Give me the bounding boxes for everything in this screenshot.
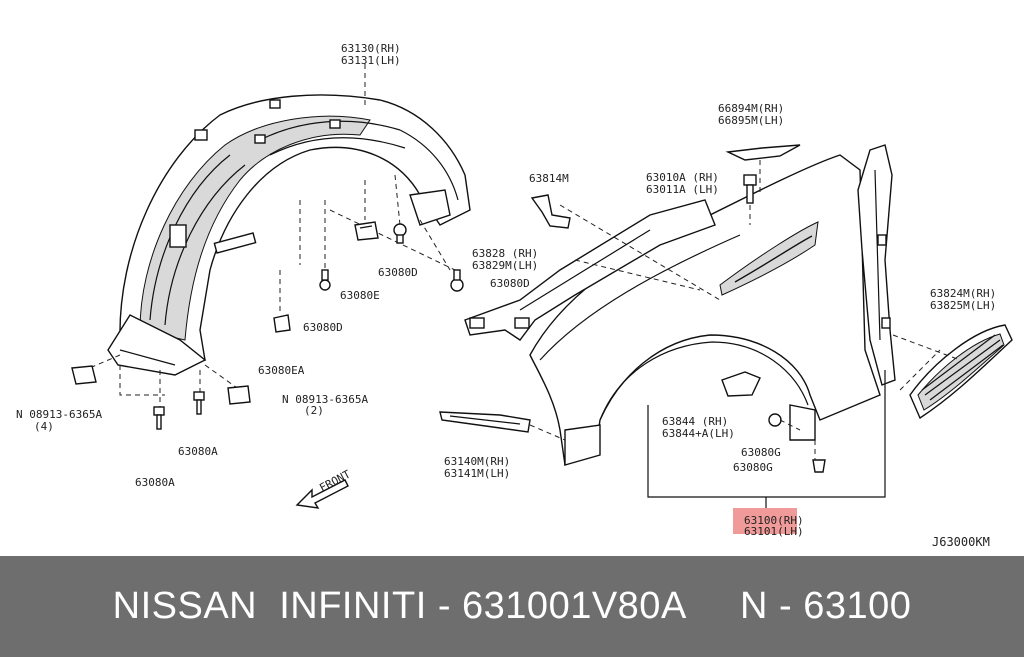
label-63080D-b: 63080D [490,277,530,290]
label-63844-rh: 63844 (RH) [662,415,728,428]
label-63829: 63829M(LH) [472,259,538,272]
parts-diagram: 63130(RH) 63131(LH) 66894M(RH) 66895M(LH… [16,42,1013,549]
screw-63080G-a [768,413,782,427]
label-08913-b: N 08913-6365A [282,393,368,406]
label-63814: 63814M [529,172,569,185]
bolt-63080A-a [153,406,165,430]
seal-strip [857,144,896,386]
bracket-63814 [530,194,571,229]
label-63080G-b: 63080G [733,461,773,474]
fender-liner [107,94,471,376]
label-63080G-a: 63080G [741,446,781,459]
front-fender [529,154,881,466]
label-63080E: 63080E [340,289,380,302]
bracket-63828 [464,199,716,341]
screw-63080D-b [450,269,464,292]
label-63844-lh: 63844+A(LH) [662,427,735,440]
label-63011: 63011A (LH) [646,183,719,196]
diagram-code: J63000KM [932,535,990,549]
part-number-highlight [733,508,797,534]
label-08913-a-qty: (4) [34,420,54,433]
label-63080D-a: 63080D [378,266,418,279]
clip-63844 [721,371,761,397]
label-08913-b-qty: (2) [304,404,324,417]
clip-63080E [354,221,379,241]
label-63080D-c: 63080D [303,321,343,334]
label-63140: 63140M(RH) [444,455,510,468]
label-08913-a: N 08913-6365A [16,408,102,421]
label-66895: 66895M(LH) [718,114,784,127]
clip-08913-a [71,365,97,385]
insulator-63140 [439,411,531,433]
label-63080A-a: 63080A [135,476,175,489]
side-grille [909,324,1013,420]
screw-63080G-b [812,459,826,473]
label-63130: 63130(RH) [341,42,401,55]
label-63825: 63825M(LH) [930,299,996,312]
screw-63080D-a [393,223,407,244]
label-63010: 63010A (RH) [646,171,719,184]
label-66894: 66894M(RH) [718,102,784,115]
footer-text: NISSAN INFINITI - 631001V80A N - 63100 [112,585,912,627]
bolt-63080A-b [193,391,205,415]
label-63828: 63828 (RH) [472,247,538,260]
front-arrow-icon [295,479,349,509]
label-63101: 63101(LH) [744,525,804,538]
clip-08913-b [227,385,251,405]
label-63824: 63824M(RH) [930,287,996,300]
label-63080A-b: 63080A [178,445,218,458]
screw-63080D-c [319,269,331,291]
label-63080EA: 63080EA [258,364,305,377]
label-63100: 63100(RH) [744,514,804,527]
trim-66894 [725,144,801,161]
label-63131: 63131(LH) [341,54,401,67]
footer-bar: NISSAN INFINITI - 631001V80A N - 63100 [0,556,1024,657]
bolt-63010 [743,174,757,204]
clip-63080EA [273,314,291,333]
label-63141: 63141M(LH) [444,467,510,480]
